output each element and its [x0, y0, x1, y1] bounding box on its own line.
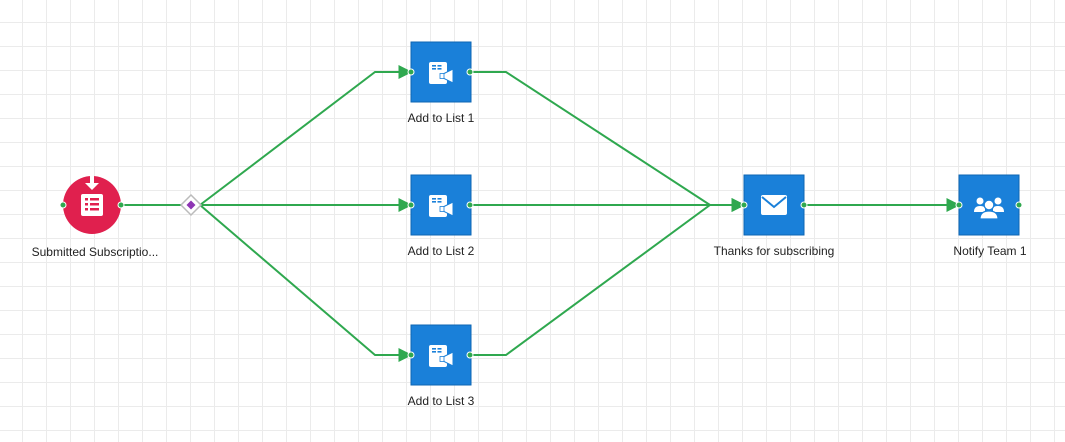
edge-gateway-list1[interactable] [199, 65, 413, 206]
list3-label: Add to List 3 [407, 394, 475, 408]
port-in[interactable] [59, 201, 67, 209]
list2-label: Add to List 2 [407, 244, 475, 258]
port-in[interactable] [407, 201, 415, 209]
list-megaphone-icon [429, 195, 454, 217]
node-list3[interactable] [407, 324, 474, 386]
port-in[interactable] [407, 68, 415, 76]
list-megaphone-icon [429, 62, 454, 84]
port-in[interactable] [955, 201, 963, 209]
port-in[interactable] [740, 201, 748, 209]
email-label: Thanks for subscribing [713, 244, 835, 258]
node-gateway[interactable] [179, 193, 203, 217]
node-list2[interactable] [407, 174, 474, 236]
port-out[interactable] [466, 201, 474, 209]
edge-list3-email[interactable] [470, 198, 746, 356]
edge-gateway-list3[interactable] [199, 204, 413, 362]
trigger-label: Submitted Subscriptio... [31, 245, 159, 259]
node-email[interactable] [740, 174, 808, 236]
envelope-icon [761, 195, 787, 215]
diamond-gateway-icon [179, 193, 203, 217]
port-out[interactable] [466, 351, 474, 359]
list-megaphone-icon [429, 345, 454, 367]
port-out[interactable] [1015, 201, 1023, 209]
port-out[interactable] [466, 68, 474, 76]
node-notify[interactable] [955, 174, 1023, 236]
node-list1[interactable] [407, 41, 474, 103]
team-icon [974, 197, 1004, 220]
edge-list1-email[interactable] [470, 71, 746, 212]
list1-label: Add to List 1 [407, 111, 475, 125]
notify-label: Notify Team 1 [953, 244, 1027, 258]
port-out[interactable] [800, 201, 808, 209]
node-trigger[interactable] [59, 176, 125, 234]
port-in[interactable] [407, 351, 415, 359]
form-download-icon [81, 176, 103, 216]
port-out[interactable] [117, 201, 125, 209]
